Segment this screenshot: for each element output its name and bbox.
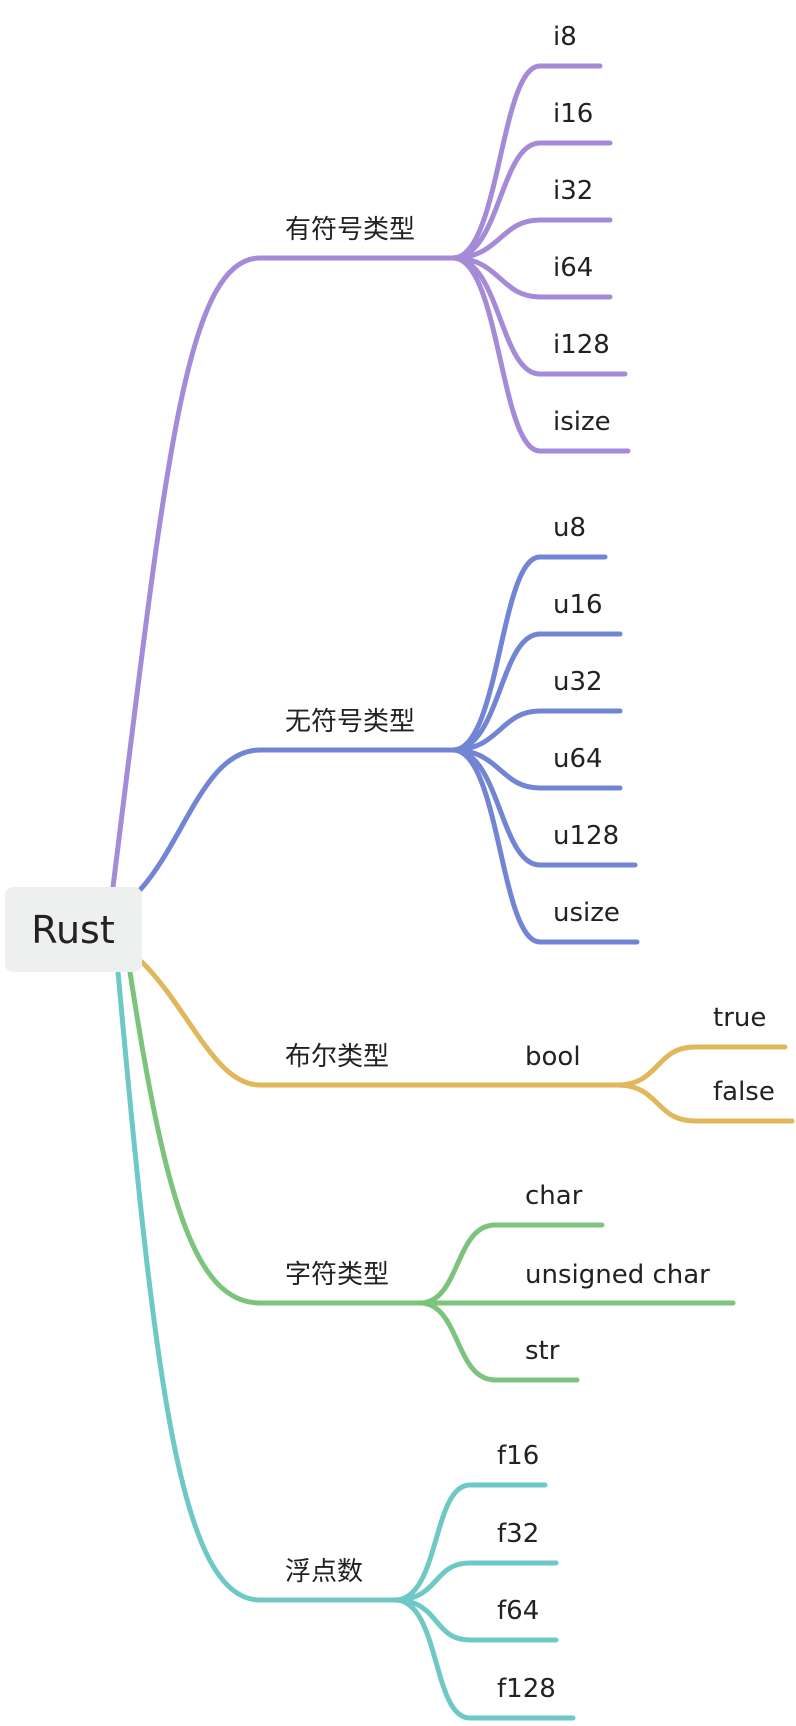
branch-label-bool: 布尔类型 bbox=[285, 1042, 389, 1072]
leaf-f32: f32 bbox=[497, 1519, 539, 1549]
edge-float-f128 bbox=[392, 1597, 576, 1721]
edge-float-f32 bbox=[392, 1560, 559, 1603]
branch-label-signed: 有符号类型 bbox=[285, 215, 415, 245]
leaf-i8: i8 bbox=[553, 22, 577, 52]
edge-unsigned-u16 bbox=[450, 631, 623, 753]
edge-root-bool bbox=[139, 959, 620, 1088]
branch-label-unsigned: 无符号类型 bbox=[285, 707, 415, 737]
edge-float-f64 bbox=[392, 1597, 559, 1643]
root-node: Rust bbox=[5, 887, 142, 972]
edge-signed-i64 bbox=[450, 255, 613, 300]
edge-root-char bbox=[127, 969, 423, 1306]
leaf-i64: i64 bbox=[553, 253, 593, 283]
edge-signed-i128 bbox=[450, 255, 628, 377]
edge-signed-i8 bbox=[450, 63, 603, 261]
edge-signed-i32 bbox=[450, 217, 613, 261]
leaf-u32: u32 bbox=[553, 667, 603, 697]
leaf-u64: u64 bbox=[553, 744, 603, 774]
edge-bool-true bbox=[614, 1044, 788, 1088]
edge-float-f16 bbox=[392, 1482, 548, 1603]
edge-unsigned-u32 bbox=[450, 708, 623, 753]
edge-unsigned-u128 bbox=[450, 747, 638, 868]
edge-char-char bbox=[417, 1222, 605, 1306]
edge-root-unsigned bbox=[137, 747, 456, 893]
leaf-i128: i128 bbox=[553, 330, 610, 360]
edge-root-float bbox=[115, 969, 398, 1603]
edge-bool-false bbox=[614, 1082, 795, 1124]
edge-unsigned-u8 bbox=[450, 554, 608, 753]
branch-label-char: 字符类型 bbox=[285, 1260, 389, 1290]
leaf-u8: u8 bbox=[553, 513, 586, 543]
leaf-u128: u128 bbox=[553, 821, 619, 851]
branch-label-float: 浮点数 bbox=[285, 1557, 363, 1587]
leaf-f128: f128 bbox=[497, 1674, 556, 1704]
leaf-i16: i16 bbox=[553, 99, 593, 129]
leaf-str: str bbox=[525, 1336, 560, 1366]
edge-signed-i16 bbox=[450, 140, 613, 261]
edge-unsigned-usize bbox=[450, 747, 640, 945]
edges-layer bbox=[110, 63, 795, 1721]
leaf-false: false bbox=[713, 1077, 775, 1107]
leaf-char: char bbox=[525, 1181, 583, 1211]
leaf-true: true bbox=[713, 1003, 766, 1033]
edge-unsigned-u64 bbox=[450, 747, 623, 791]
leaf-usize: usize bbox=[553, 898, 620, 928]
leaf-bool: bool bbox=[525, 1042, 581, 1072]
leaf-i32: i32 bbox=[553, 176, 593, 206]
leaf-isize: isize bbox=[553, 407, 611, 437]
edge-char-str bbox=[417, 1300, 580, 1383]
edge-root-signed bbox=[110, 255, 456, 890]
leaf-u16: u16 bbox=[553, 590, 603, 620]
root-label: Rust bbox=[31, 908, 114, 952]
leaf-f16: f16 bbox=[497, 1441, 539, 1471]
edge-signed-isize bbox=[450, 255, 631, 454]
leaf-unsigned-char: unsigned char bbox=[525, 1260, 710, 1290]
leaf-f64: f64 bbox=[497, 1596, 539, 1626]
